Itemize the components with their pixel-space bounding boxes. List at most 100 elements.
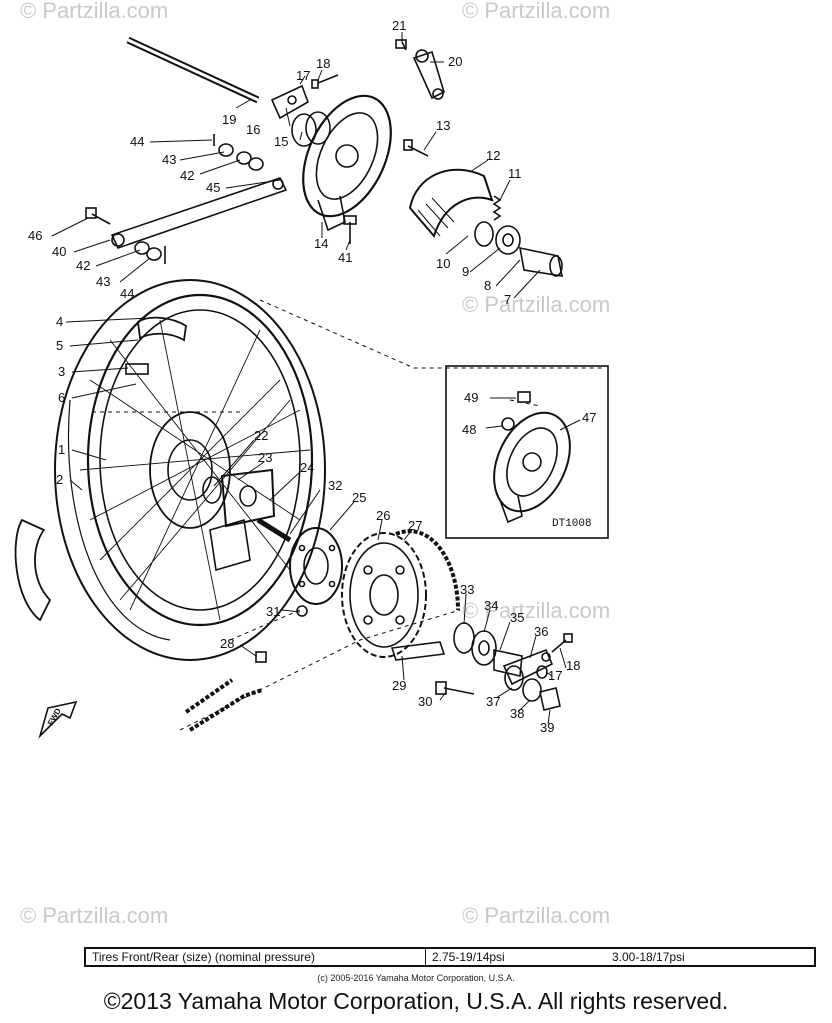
callout-31: 31 (266, 604, 280, 619)
washer[interactable] (134, 241, 150, 255)
bolt[interactable] (85, 207, 111, 225)
callout-33: 33 (460, 582, 474, 597)
callout-37: 37 (486, 694, 500, 709)
callout-43b: 43 (96, 274, 110, 289)
nut[interactable] (536, 665, 548, 679)
brake-shoe-plate-alt[interactable] (479, 401, 585, 524)
callout-19: 19 (222, 112, 236, 127)
callout-24: 24 (300, 460, 314, 475)
bolt[interactable] (395, 39, 407, 51)
axle-collar[interactable] (504, 665, 524, 691)
rear-axle[interactable] (126, 36, 260, 104)
small-copyright: (c) 2005-2016 Yamaha Motor Corporation, … (317, 973, 515, 983)
brake-rod[interactable] (110, 177, 288, 249)
chain-puller[interactable] (270, 84, 309, 120)
axle-nut[interactable] (539, 687, 561, 711)
bearing[interactable] (495, 225, 521, 255)
chain-puller[interactable] (502, 648, 554, 686)
nut[interactable] (248, 157, 264, 171)
rim-band[interactable] (137, 316, 187, 342)
callout-10: 10 (436, 256, 450, 271)
callout-21: 21 (392, 18, 406, 33)
callout-46: 46 (28, 228, 42, 243)
callout-48: 48 (462, 422, 476, 437)
bearing[interactable] (471, 630, 497, 666)
chain-joint[interactable] (255, 651, 267, 663)
callout-49: 49 (464, 390, 478, 405)
callout-6: 6 (58, 390, 65, 405)
valve[interactable] (125, 363, 149, 375)
callout-18b: 18 (566, 658, 580, 673)
inset-code: DT1008 (552, 518, 592, 530)
bolt[interactable] (403, 139, 429, 157)
callout-3: 3 (58, 364, 65, 379)
callout-38: 38 (510, 706, 524, 721)
callout-35: 35 (510, 610, 524, 625)
nut[interactable] (146, 247, 162, 261)
bolt[interactable] (517, 391, 531, 403)
callout-14: 14 (314, 236, 328, 251)
callout-labels: 1 2 3 4 5 6 7 8 9 10 11 12 13 14 15 16 1… (28, 18, 596, 735)
callout-17: 17 (296, 68, 310, 83)
bolt[interactable] (343, 215, 357, 244)
callout-20: 20 (448, 54, 462, 69)
collar[interactable] (493, 649, 523, 677)
washer[interactable] (522, 678, 542, 702)
callout-26: 26 (376, 508, 390, 523)
callout-30: 30 (418, 694, 432, 709)
oil-seal[interactable] (453, 622, 475, 654)
tire-spec-label: Tires Front/Rear (size) (nominal pressur… (86, 949, 426, 965)
callout-42b: 42 (76, 258, 90, 273)
callout-1: 1 (58, 442, 65, 457)
callout-17b: 17 (548, 668, 562, 683)
callout-2: 2 (56, 472, 63, 487)
callout-36: 36 (534, 624, 548, 639)
washer[interactable] (218, 143, 234, 157)
bolt[interactable] (551, 633, 573, 653)
tube[interactable] (14, 518, 52, 622)
watermark: © Partzilla.com (462, 0, 611, 23)
callout-12: 12 (486, 148, 500, 163)
callout-27: 27 (408, 518, 422, 533)
bolt[interactable] (435, 681, 475, 695)
rear-wheel[interactable] (54, 279, 326, 661)
watermark: © Partzilla.com (20, 0, 169, 23)
callout-42: 42 (180, 168, 194, 183)
lock-washer[interactable] (390, 641, 446, 661)
watermark: © Partzilla.com (20, 903, 169, 928)
callout-13: 13 (436, 118, 450, 133)
callout-47: 47 (582, 410, 596, 425)
nut[interactable] (501, 417, 515, 431)
spring[interactable] (492, 195, 502, 221)
callout-7: 7 (504, 292, 511, 307)
brake-shoe-kit[interactable] (408, 168, 494, 239)
rear-sprocket[interactable] (341, 532, 427, 658)
callout-23: 23 (258, 450, 272, 465)
camshaft-lever[interactable] (412, 49, 445, 100)
callout-4: 4 (56, 314, 63, 329)
callout-44: 44 (130, 134, 144, 149)
drive-chain[interactable] (184, 529, 460, 732)
hub-fitting[interactable] (209, 518, 251, 572)
sprocket-hub[interactable] (289, 527, 343, 605)
callout-15: 15 (274, 134, 288, 149)
collar[interactable] (291, 111, 331, 147)
nut[interactable] (296, 605, 308, 617)
callout-29: 29 (392, 678, 406, 693)
shaft-collar[interactable] (256, 517, 292, 543)
bolt[interactable] (311, 74, 339, 89)
callout-28: 28 (220, 636, 234, 651)
copyright-notice: ©2013 Yamaha Motor Corporation, U.S.A. A… (103, 988, 729, 1014)
bearing[interactable] (202, 476, 222, 504)
callout-16: 16 (246, 122, 260, 137)
oil-seal[interactable] (474, 221, 494, 247)
callout-40: 40 (52, 244, 66, 259)
callout-43: 43 (162, 152, 176, 167)
brake-shoe-plate[interactable] (286, 82, 409, 232)
washer[interactable] (236, 151, 252, 165)
fwd-label: FWD (46, 707, 63, 727)
tire-spec-front: 2.75-19/14psi (432, 950, 505, 964)
spacer[interactable] (518, 246, 564, 277)
hub-flange[interactable] (220, 468, 276, 528)
